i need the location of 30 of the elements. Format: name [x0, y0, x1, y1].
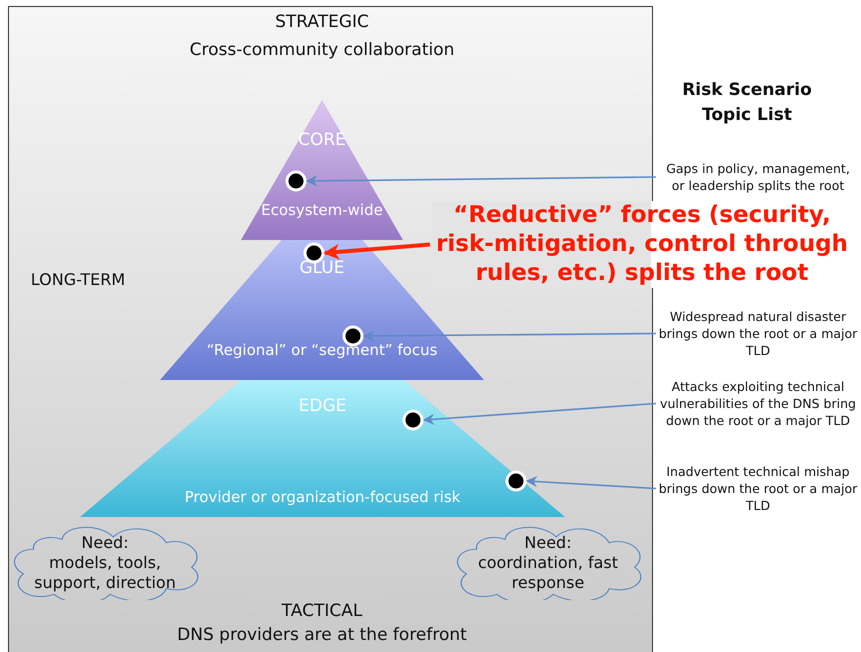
marker-dot: [505, 470, 527, 492]
band-caption: Provider or organization-focused risk: [184, 488, 462, 506]
risk-scenario-text: Widespread natural disaster brings down the root or a major TLD: [658, 308, 858, 359]
arrow: [422, 402, 656, 425]
arrow: [323, 242, 430, 260]
band-caption: Ecosystem-wide: [260, 201, 384, 219]
risk-scenario-text: Attacks exploiting technical vulnerabilities of the DNS bring down the root or a major TLD: [658, 378, 858, 429]
pyramid-band: [80, 380, 565, 517]
marker-dot: [285, 170, 307, 192]
cloud-text: models, tools, support, direction: [33, 553, 177, 593]
band-caption: “Regional” or “segment” focus: [206, 341, 438, 359]
arrow: [526, 476, 656, 490]
marker-dot: [402, 409, 424, 431]
band-title: EDGE: [298, 396, 348, 416]
level-caption: DNS providers are at the forefront: [177, 625, 467, 645]
cloud-heading: Need:: [523, 533, 573, 553]
band-title: GLUE: [298, 258, 346, 278]
risk-scenario-text: Inadvertent technical mishap brings down the root or a major TLD: [658, 463, 858, 514]
band-title: CORE: [297, 130, 347, 150]
list-heading: Risk Scenario Topic List: [681, 79, 813, 127]
arrow: [306, 175, 656, 186]
level-caption: Cross-community collaboration: [190, 40, 454, 60]
cloud-text: coordination, fast response: [476, 553, 620, 593]
cloud-heading: Need:: [80, 533, 130, 553]
pyramid-band: [241, 100, 403, 240]
level-heading: TACTICAL: [282, 601, 362, 621]
level-heading: STRATEGIC: [275, 12, 369, 32]
risk-scenario-text: Gaps in policy, management, or leadership splits the root: [658, 160, 858, 194]
arrow: [362, 330, 656, 342]
axis-label: LONG-TERM: [30, 270, 126, 289]
